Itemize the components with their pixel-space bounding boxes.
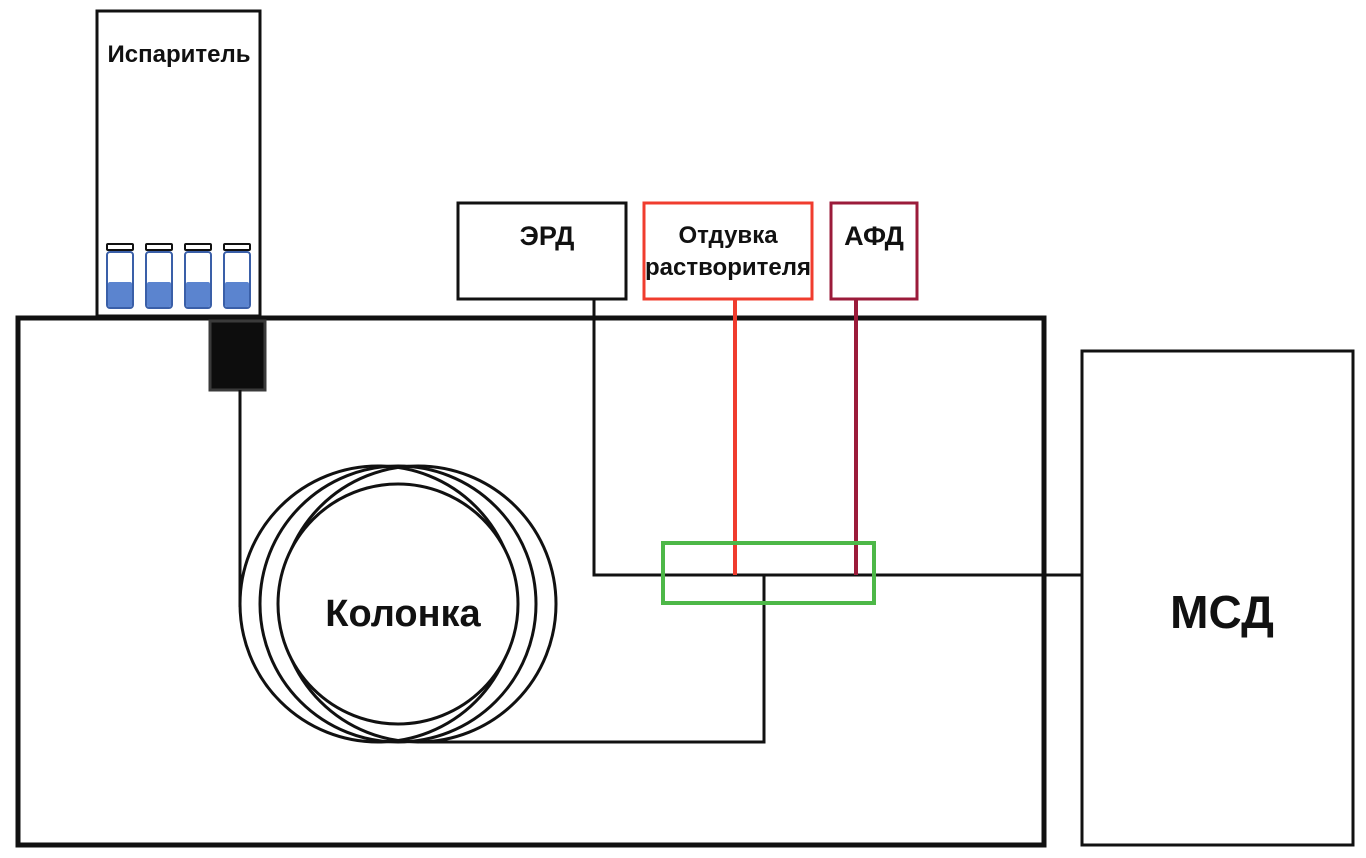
vial-liquid — [225, 282, 249, 307]
erd-connection-line — [592, 299, 1082, 577]
solvent-purge-box — [642, 201, 814, 301]
afd-label: АФД — [844, 221, 904, 251]
vial — [106, 243, 134, 309]
injector-block — [208, 319, 267, 392]
erd-label: ЭРД — [520, 221, 575, 251]
erd-box — [456, 201, 628, 301]
column-coil — [238, 464, 558, 744]
afd-box — [829, 201, 919, 301]
gc-oven-box — [15, 315, 1047, 848]
vial-liquid — [147, 282, 171, 307]
solvent-purge-label-line1: Отдувка — [678, 222, 778, 249]
evaporator-label: Испаритель — [108, 41, 251, 68]
vial — [184, 243, 212, 309]
column-outlet-line — [420, 576, 766, 744]
msd-label: МСД — [1170, 586, 1274, 638]
solvent-purge-label-line2: растворителя — [645, 254, 811, 281]
sample-vials — [106, 243, 251, 309]
vial — [145, 243, 173, 309]
splitter-box — [661, 541, 876, 605]
column-label: Колонка — [325, 593, 481, 635]
vial-liquid — [186, 282, 210, 307]
vial-liquid — [108, 282, 132, 307]
vial — [223, 243, 251, 309]
msd-box — [1080, 349, 1355, 847]
